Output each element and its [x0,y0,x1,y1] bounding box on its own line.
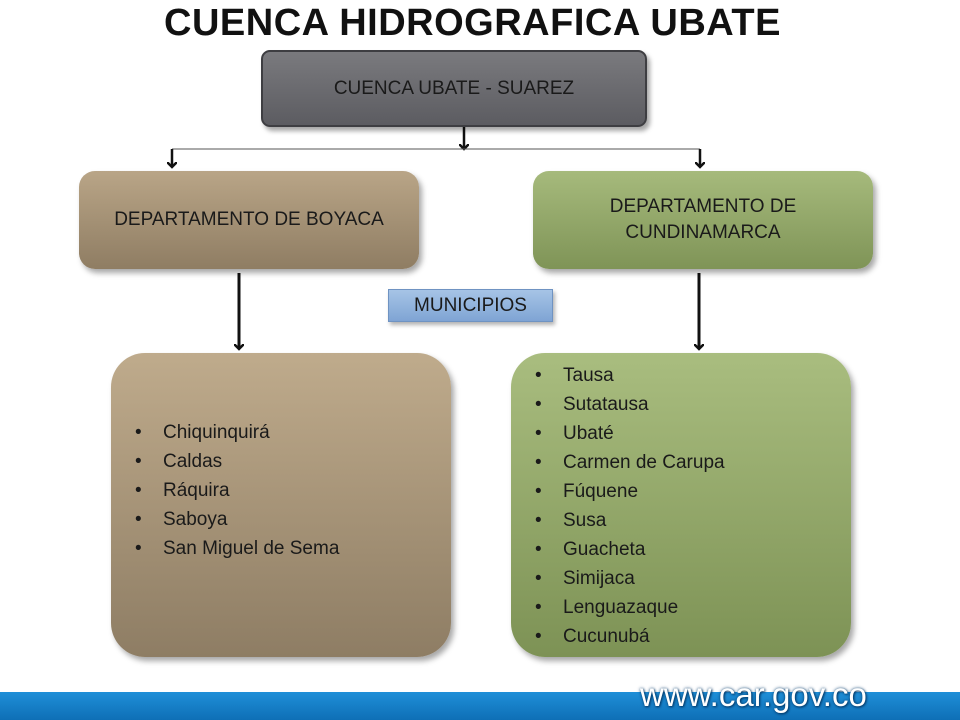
municipios-label: MUNICIPIOS [414,294,527,316]
list-item: Carmen de Carupa [533,448,725,477]
list-item: Lenguazaque [533,593,725,622]
list-item: Guacheta [533,535,725,564]
department-cundinamarca-label: DEPARTAMENTO DE CUNDINAMARCA [609,196,797,243]
root-node-cuenca: CUENCA UBATE - SUAREZ [261,50,647,127]
boyaca-municipalities-list: Chiquinquirá Caldas Ráquira Saboya San M… [133,418,339,563]
footer-bar [0,692,960,720]
department-cundinamarca-node: DEPARTAMENTO DE CUNDINAMARCA [533,171,873,269]
cundinamarca-municipalities-list: Tausa Sutatausa Ubaté Carmen de Carupa F… [533,361,725,651]
list-item: Tausa [533,361,725,390]
municipios-tag: MUNICIPIOS [388,289,553,322]
list-item: Caldas [133,447,339,476]
list-item: Sutatausa [533,390,725,419]
cundinamarca-municipalities-box: Tausa Sutatausa Ubaté Carmen de Carupa F… [511,353,851,657]
list-item: Cucunubá [533,622,725,651]
footer-url[interactable]: www.car.gov.co [640,676,867,713]
list-item: Simijaca [533,564,725,593]
diagram-title: CUENCA HIDROGRAFICA UBATE [164,2,781,44]
list-item: Susa [533,506,725,535]
list-item: Ubaté [533,419,725,448]
list-item: Ráquira [133,476,339,505]
boyaca-municipalities-box: Chiquinquirá Caldas Ráquira Saboya San M… [111,353,451,657]
list-item: Chiquinquirá [133,418,339,447]
department-boyaca-node: DEPARTAMENTO DE BOYACA [79,171,419,269]
list-item: San Miguel de Sema [133,534,339,563]
list-item: Saboya [133,505,339,534]
list-item: Fúquene [533,477,725,506]
root-node-label: CUENCA UBATE - SUAREZ [333,77,575,99]
department-boyaca-label: DEPARTAMENTO DE BOYACA [114,209,384,231]
